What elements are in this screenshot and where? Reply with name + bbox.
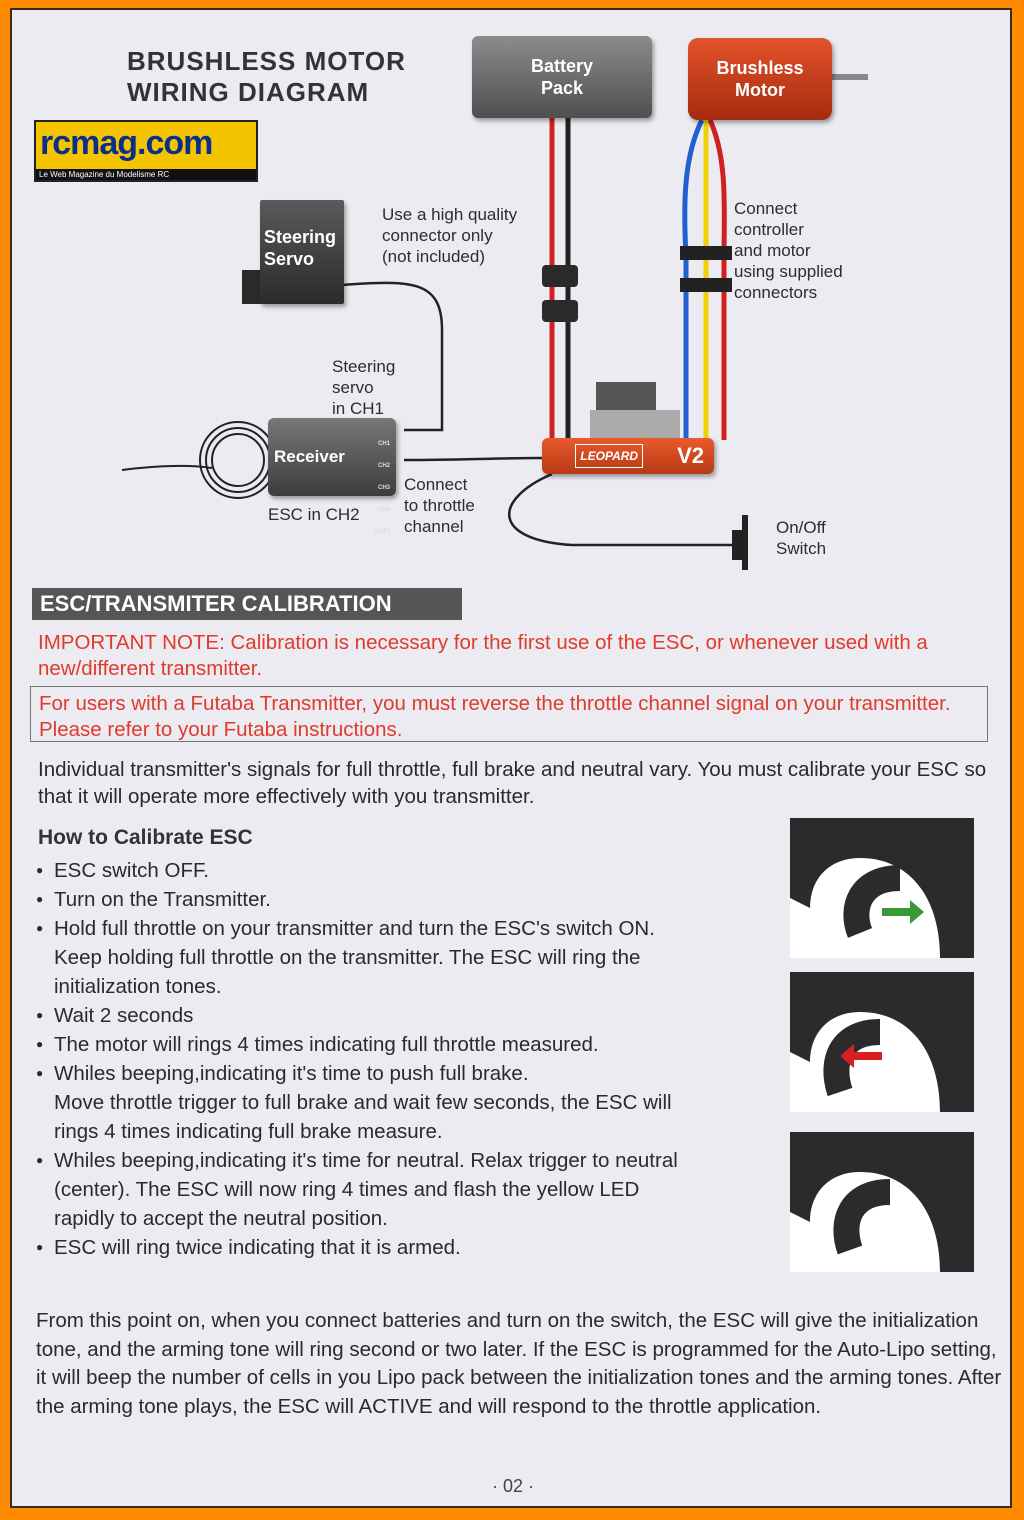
- brushless-motor: Brushless Motor: [688, 38, 832, 120]
- calibration-steps: ESC switch OFF. Turn on the Transmitter.…: [36, 856, 776, 1262]
- battery-pack: Battery Pack: [472, 36, 652, 118]
- list-item: Hold full throttle on your transmitter a…: [36, 914, 776, 1001]
- receiver-port: CH1: [377, 441, 390, 447]
- receiver: Receiver CH1 CH2 CH3 CH4 BATT: [268, 418, 396, 535]
- esc-model: V2: [677, 443, 704, 468]
- esc-ch2-label: ESC in CH2: [268, 505, 360, 524]
- receiver-ports: CH1 CH2 CH3 CH4 BATT: [374, 428, 390, 549]
- connector-note: Use a high quality connector only (not i…: [382, 205, 518, 266]
- receiver-port: CH2: [377, 463, 390, 469]
- manual-page: BRUSHLESS MOTOR WIRING DIAGRAM rcmag.com…: [10, 8, 1012, 1508]
- important-note: IMPORTANT NOTE: Calibration is necessary…: [38, 631, 928, 680]
- list-item: ESC will ring twice indicating that it i…: [36, 1233, 776, 1262]
- intro-text: Individual transmitter's signals for ful…: [38, 758, 987, 808]
- list-item: The motor will rings 4 times indicating …: [36, 1030, 776, 1059]
- steering-servo: Steering Servo: [260, 200, 344, 304]
- page-number: · 02 ·: [491, 1476, 534, 1496]
- logo-subtitle: Le Web Magazine du Modelisme RC: [36, 169, 256, 180]
- connect-note: Connect controller and motor using suppl…: [734, 199, 843, 302]
- list-item: Wait 2 seconds: [36, 1001, 776, 1030]
- trigger-full-throttle-image: [790, 818, 974, 958]
- diagram-title: BRUSHLESS MOTOR WIRING DIAGRAM: [127, 46, 406, 107]
- steering-ch1-label: Steering servo in CH1: [332, 357, 396, 418]
- receiver-label: Receiver: [274, 447, 345, 466]
- futaba-note: For users with a Futaba Transmitter, you…: [30, 686, 988, 742]
- receiver-port: CH3: [377, 485, 390, 491]
- receiver-port: CH4: [377, 507, 390, 513]
- esc-brand: LEOPARD: [575, 444, 644, 468]
- list-item: Turn on the Transmitter.: [36, 885, 776, 914]
- trigger-neutral-image: [790, 1132, 974, 1272]
- closing-text: From this point on, when you connect bat…: [36, 1309, 1002, 1418]
- receiver-port: BATT: [374, 529, 390, 535]
- list-item: ESC switch OFF.: [36, 856, 776, 885]
- rcmag-logo: rcmag.com Le Web Magazine du Modelisme R…: [34, 120, 258, 182]
- calibration-heading: ESC/TRANSMITER CALIBRATION: [32, 588, 462, 620]
- wiring-lines: [121, 74, 868, 570]
- howto-title: How to Calibrate ESC: [38, 826, 253, 849]
- throttle-channel-label: Connect to throttle channel: [404, 475, 475, 536]
- esc-unit: LEOPARD V2: [542, 438, 714, 474]
- list-item: Whiles beeping,indicating it's time for …: [36, 1146, 776, 1233]
- switch-label: On/Off Switch: [776, 518, 827, 558]
- list-item: Whiles beeping,indicating it's time to p…: [36, 1059, 776, 1146]
- trigger-full-brake-image: [790, 972, 974, 1112]
- logo-text: rcmag.com: [40, 124, 213, 162]
